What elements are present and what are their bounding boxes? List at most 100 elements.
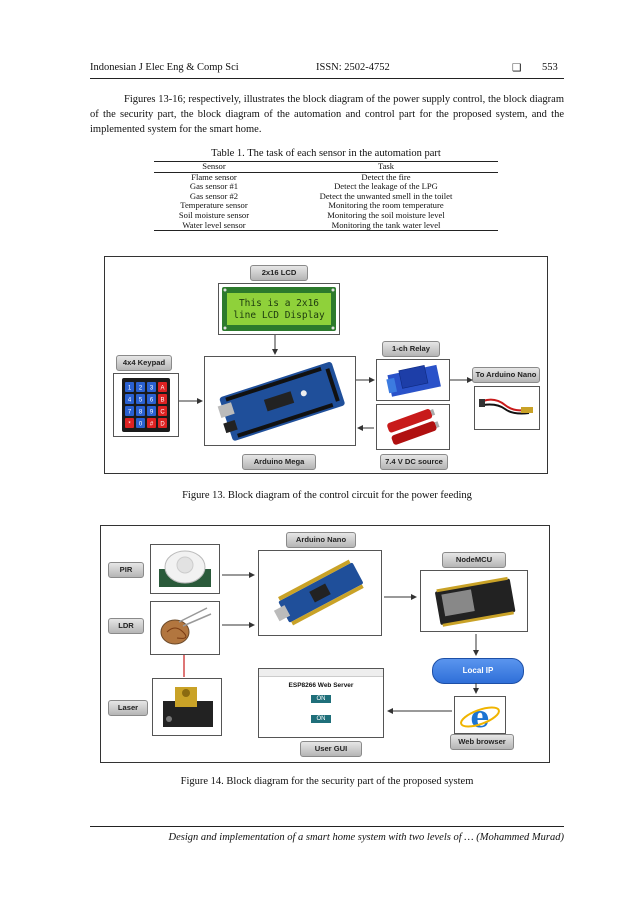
- user-gui-box: ESP8266 Web Server ON ON: [258, 668, 384, 738]
- keypad-key: [125, 418, 134, 428]
- pir-sensor-icon: [159, 550, 211, 587]
- lcd-line-1: This is a 2x16: [239, 298, 319, 309]
- keypad-key-label: 7: [128, 410, 132, 416]
- figure13-arrows: [179, 335, 473, 431]
- table-cell-sensor: Gas sensor #1: [189, 181, 239, 192]
- ldr-box: [150, 601, 220, 655]
- arduino-nano-box: [258, 550, 382, 636]
- keypad-key: [147, 382, 156, 392]
- keypad-key: [125, 406, 134, 416]
- user-gui-label: User GUI: [300, 741, 362, 757]
- relay-label: 1-ch Relay: [382, 341, 440, 357]
- keypad-key-label: 4: [128, 398, 132, 404]
- keypad-key-label: 1: [128, 386, 132, 392]
- keypad-key: [147, 394, 156, 404]
- lcd-line-2: line LCD Display: [233, 310, 325, 321]
- arduino-mega-label: Arduino Mega: [242, 454, 316, 470]
- keypad-key-label: D: [160, 422, 165, 428]
- relay-module-icon: [386, 364, 441, 397]
- table-row: Soil moisture sensor Monitoring the soil …: [154, 209, 498, 221]
- battery-icon: [387, 409, 440, 445]
- keypad-key-label: #: [150, 422, 154, 428]
- table-cell-sensor: Soil moisture sensor: [178, 209, 250, 220]
- pir-label: PIR: [108, 562, 144, 578]
- table-row: Flame sensor Detect the fire: [154, 172, 498, 182]
- figure13-caption: Figure 13. Block diagram of the control …: [182, 490, 472, 501]
- keypad-key: [136, 406, 145, 416]
- table-cell-task: Detect the unwanted smell in the toilet: [319, 190, 453, 201]
- keypad-key: [158, 382, 167, 392]
- dc-jack-cable-icon: [479, 398, 533, 415]
- keypad-key-label: 2: [139, 386, 143, 392]
- ldr-label: LDR: [108, 618, 144, 634]
- journal-name: Indonesian J Elec Eng & Comp Sci: [90, 62, 239, 73]
- table-cell-sensor: Temperature sensor: [180, 200, 248, 211]
- table-cell-task: Monitoring the soil moisture level: [327, 209, 445, 220]
- table-cell-sensor: Water level sensor: [154, 220, 274, 232]
- to-nano-label: To Arduino Nano: [472, 367, 540, 383]
- table-cell-task: Monitoring the room temperature: [328, 200, 444, 211]
- local-ip-pill: Local IP: [432, 658, 524, 684]
- lcd-box: This is a 2x16 line LCD Display: [218, 283, 340, 335]
- table-cell-task: Monitoring the tank water level: [274, 220, 498, 232]
- keypad-key: [147, 406, 156, 416]
- table-cell-task: Detect the leakage of the LPG: [334, 181, 438, 192]
- keypad-key-label: 9: [150, 410, 154, 416]
- table-header-task: Task: [274, 161, 498, 173]
- table-header-sensor: Sensor: [154, 161, 274, 173]
- keypad-key: [136, 418, 145, 428]
- table-cell-sensor: Flame sensor: [191, 171, 237, 182]
- lcd-module-icon: This is a 2x16 line LCD Display: [222, 287, 336, 331]
- keypad-key: [158, 394, 167, 404]
- arduino-nano-icon: [273, 559, 364, 626]
- dc-source-label: 7.4 V DC source: [380, 454, 448, 470]
- footer-citation: Design and implementation of a smart hom…: [168, 832, 564, 843]
- keypad-key-label: 8: [139, 410, 143, 416]
- issn: ISSN: 2502-4752: [316, 62, 390, 73]
- web-browser-box: e: [454, 696, 506, 735]
- keypad-key-label: 6: [150, 398, 154, 404]
- lcd-label: 2x16 LCD: [250, 265, 308, 281]
- keypad-label: 4x4 Keypad: [116, 355, 172, 371]
- footer-rule: [90, 826, 564, 827]
- dc-source-box: [376, 404, 450, 450]
- keypad-key: [158, 418, 167, 428]
- keypad-key-label: 0: [139, 422, 143, 428]
- keypad-key: [158, 406, 167, 416]
- keypad-key-label: 3: [150, 386, 154, 392]
- pir-box: [150, 544, 220, 594]
- table-cell-task: Detect the fire: [361, 171, 411, 182]
- browser-address-bar: [259, 669, 383, 677]
- keypad-key: [136, 382, 145, 392]
- figure14-caption: Figure 14. Block diagram for the securit…: [180, 776, 474, 787]
- laser-box: [152, 678, 222, 736]
- figure14-arrows: [183, 572, 479, 714]
- keypad-key-label: B: [160, 398, 164, 404]
- header-rule: [90, 78, 564, 79]
- keypad-key-label: C: [160, 410, 165, 416]
- keypad-key: [125, 394, 134, 404]
- ldr-sensor-icon: [160, 607, 212, 645]
- arduino-mega-box: [204, 356, 356, 446]
- on-button-1[interactable]: ON: [311, 695, 331, 703]
- web-browser-label: Web browser: [450, 734, 514, 750]
- keypad-key-label: *: [128, 422, 131, 428]
- table-row: Temperature sensor Monitoring the room te…: [154, 201, 498, 211]
- keypad-key: [136, 394, 145, 404]
- on-button-2[interactable]: ON: [311, 715, 331, 723]
- table-header-row: Sensor Task: [154, 161, 498, 173]
- laser-module-icon: [163, 687, 213, 727]
- nodemcu-icon: [435, 576, 516, 627]
- arduino-nano-label: Arduino Nano: [286, 532, 356, 548]
- table-caption: Table 1. The task of each sensor in the …: [211, 148, 441, 159]
- keypad-key: [147, 418, 156, 428]
- intro-paragraph: Figures 13-16; respectively, illustrates…: [90, 94, 564, 135]
- table-row: Gas sensor #1 Detect the leakage of the L…: [154, 182, 498, 192]
- web-server-title: ESP8266 Web Server: [288, 682, 354, 689]
- internet-explorer-icon: e: [460, 700, 500, 735]
